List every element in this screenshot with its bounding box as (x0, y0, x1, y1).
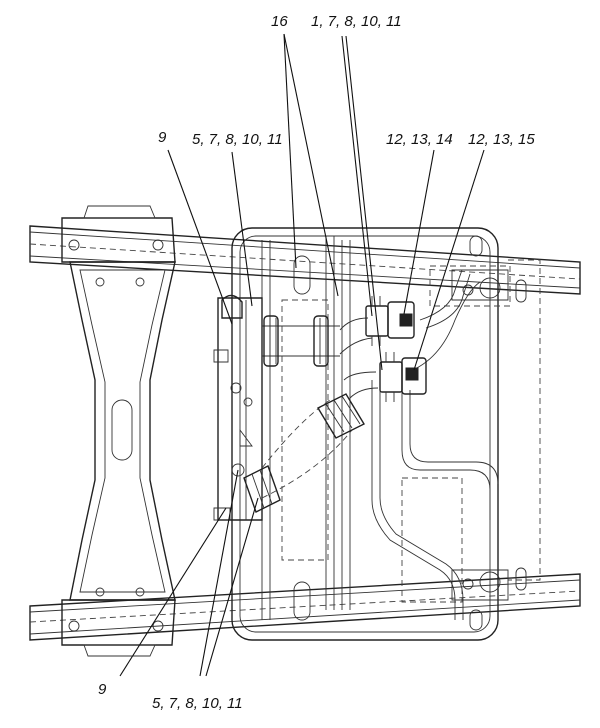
callout-5-7-8-10-11-top: 5, 7, 8, 10, 11 (192, 131, 283, 148)
callout-16: 16 (271, 13, 288, 30)
callout-5-7-8-10-11-bottom: 5, 7, 8, 10, 11 (152, 695, 243, 712)
vertical-bracket (213, 294, 263, 521)
callout-12-13-15: 12, 13, 15 (468, 131, 535, 148)
callout-1-7-8-10-11: 1, 7, 8, 10, 11 (311, 13, 402, 30)
callout-12-13-14: 12, 13, 14 (386, 131, 453, 148)
leader-lines (119, 33, 485, 677)
callout-9-top: 9 (158, 129, 167, 146)
valve-upper (365, 296, 415, 346)
valve-lower (379, 352, 427, 402)
hoses-and-couplings (243, 315, 379, 513)
frame-bracket-right (451, 259, 541, 601)
frame-member-lower (29, 573, 581, 641)
cross-member-left (61, 205, 176, 657)
mounting-plate (231, 227, 511, 641)
callout-9-bottom: 9 (98, 681, 107, 698)
